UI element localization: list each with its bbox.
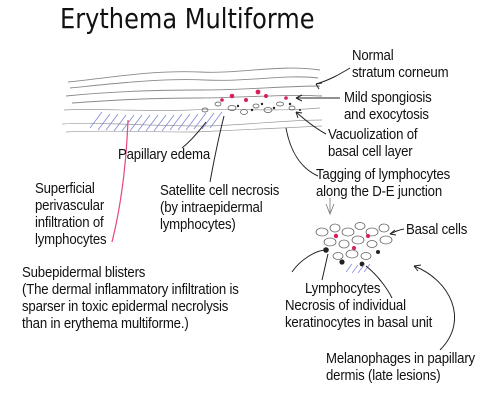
leader-superficial — [111, 119, 129, 243]
label-basal-cells: Basal cells — [406, 221, 468, 238]
zoom-arrow-icon — [325, 198, 335, 216]
junction-red-spots — [220, 89, 288, 102]
label-papillary-edema: Papillary edema — [118, 146, 211, 163]
label-satellite-cell-necrosis: Satellite cell necrosis(by intraepiderma… — [160, 182, 280, 233]
leader-lymphocytes — [321, 253, 329, 281]
basal-red-spots — [333, 233, 370, 250]
leader-vacuolization — [295, 111, 327, 135]
epidermis-sketch — [61, 107, 323, 133]
basal-cells-cluster — [315, 222, 393, 260]
stratum-corneum-sketch — [65, 67, 323, 104]
leader-satellite — [209, 115, 225, 183]
leader-papillary — [181, 121, 207, 149]
diagram-title: Erythema Multiforme — [60, 2, 315, 35]
leader-basal — [389, 228, 405, 235]
junction-dark-dots — [236, 102, 301, 112]
label-subepidermal-blisters: Subepidermal blisters(The dermal inflamm… — [22, 264, 239, 332]
junction-cells — [201, 101, 296, 115]
lymphocyte-dots — [323, 247, 380, 267]
basal-hatching — [345, 263, 371, 274]
leader-tagging — [285, 127, 319, 177]
dermis-hatching — [89, 111, 223, 132]
leader-normal-sc — [315, 67, 351, 85]
label-lymphocytes: Lymphocytes — [305, 280, 381, 297]
leader-necrosis — [365, 265, 393, 299]
leader-melanophages — [413, 265, 456, 351]
leader-lines — [181, 67, 456, 351]
